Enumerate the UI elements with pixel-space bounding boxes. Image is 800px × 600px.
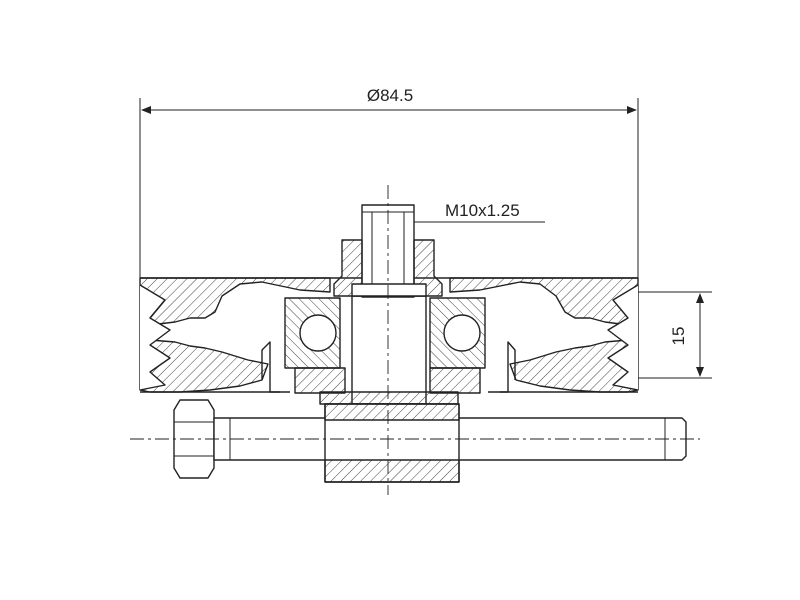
spacer-sleeve xyxy=(324,403,460,483)
thread-label: M10x1.25 xyxy=(445,201,520,220)
diameter-label: Ø84.5 xyxy=(367,86,413,105)
groove-width-label: 15 xyxy=(669,327,688,346)
pulley-right-section xyxy=(449,277,639,393)
diameter-dimension xyxy=(139,98,639,278)
groove-width-dimension xyxy=(630,291,712,379)
pulley-left-section xyxy=(139,277,331,393)
center-lines xyxy=(130,185,700,495)
bearing xyxy=(284,297,486,394)
shield-left xyxy=(261,341,290,393)
shield-right xyxy=(488,341,516,393)
